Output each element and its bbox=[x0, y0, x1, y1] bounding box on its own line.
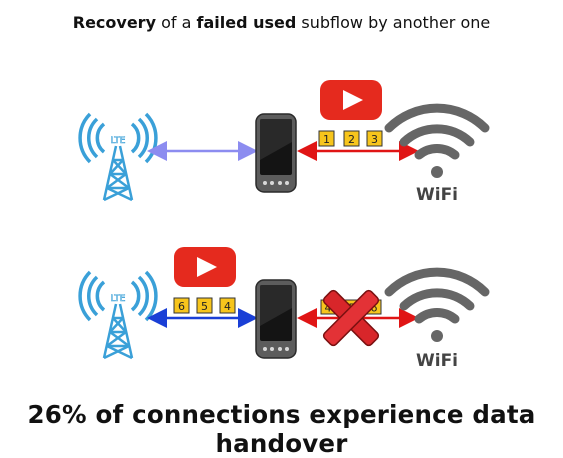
svg-text:3: 3 bbox=[371, 133, 378, 146]
wifi-label: WiFi bbox=[416, 185, 458, 205]
scene-2: LTE 6 5 4 4 5 bbox=[78, 247, 485, 371]
lte-tower-icon: LTE bbox=[78, 112, 158, 202]
lte-label: LTE bbox=[111, 294, 126, 304]
handover-diagram: LTE 1 2 3 WiFi LTE bbox=[78, 80, 563, 371]
diagram-title: Recovery of a failed used subflow by ano… bbox=[0, 13, 563, 32]
svg-text:6: 6 bbox=[178, 300, 185, 313]
lte-label: LTE bbox=[111, 136, 126, 146]
wifi-label: WiFi bbox=[416, 351, 458, 371]
svg-text:4: 4 bbox=[224, 300, 231, 313]
failure-x-icon bbox=[322, 289, 380, 347]
title-word-recovery: Recovery bbox=[72, 13, 156, 32]
scene-1: LTE 1 2 3 WiFi bbox=[78, 80, 485, 205]
wifi-icon: WiFi bbox=[389, 108, 485, 205]
summary-statement: 26% of connections experience data hando… bbox=[27, 400, 536, 458]
video-play-icon bbox=[174, 247, 236, 287]
video-play-icon bbox=[320, 80, 382, 120]
packet: 2 bbox=[343, 130, 360, 147]
packet: 6 bbox=[173, 297, 190, 314]
packet: 3 bbox=[366, 130, 383, 147]
smartphone-icon bbox=[255, 279, 297, 359]
packet: 4 bbox=[219, 297, 236, 314]
packet: 5 bbox=[196, 297, 213, 314]
title-word-failed-used: failed used bbox=[196, 13, 297, 32]
svg-text:4: 4 bbox=[325, 302, 332, 315]
svg-text:5: 5 bbox=[201, 300, 208, 313]
svg-text:2: 2 bbox=[348, 133, 355, 146]
wifi-icon: WiFi bbox=[389, 272, 485, 371]
packet: 1 bbox=[318, 130, 335, 147]
title-word-of-a: of a bbox=[161, 13, 192, 32]
svg-text:1: 1 bbox=[323, 133, 330, 146]
smartphone-icon bbox=[255, 113, 297, 193]
svg-text:6: 6 bbox=[371, 302, 378, 315]
title-word-rest: subflow by another one bbox=[301, 13, 491, 32]
lte-tower-icon: LTE bbox=[78, 270, 158, 360]
